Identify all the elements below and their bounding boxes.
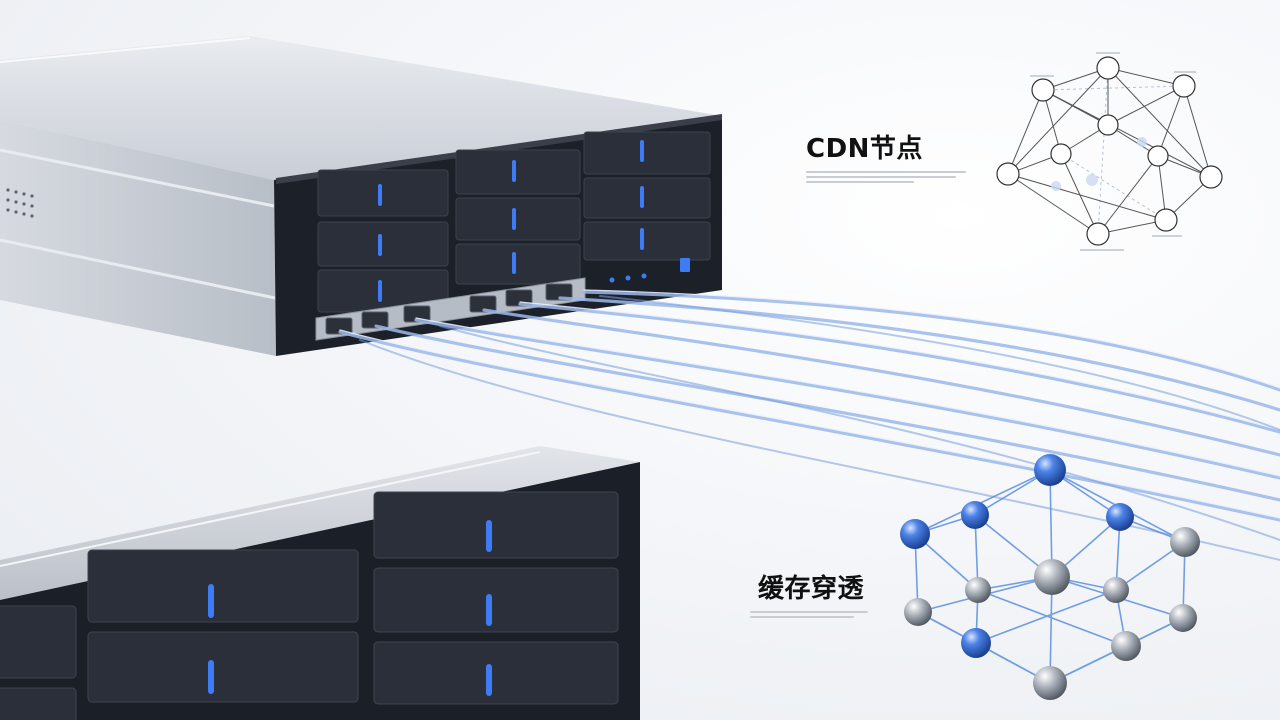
cdn-node-label: CDN节点	[806, 134, 923, 164]
bottom-server-chassis	[0, 446, 640, 720]
cdn-caption-lines	[806, 168, 972, 186]
top-server-chassis	[0, 36, 722, 356]
cache-molecule-node-graph	[900, 454, 1200, 700]
cache-caption-lines	[750, 608, 870, 621]
cdn-network-topology-diagram	[996, 52, 1223, 251]
cache-penetration-label: 缓存穿透	[758, 574, 865, 604]
network-cable-bundle	[338, 289, 1280, 561]
